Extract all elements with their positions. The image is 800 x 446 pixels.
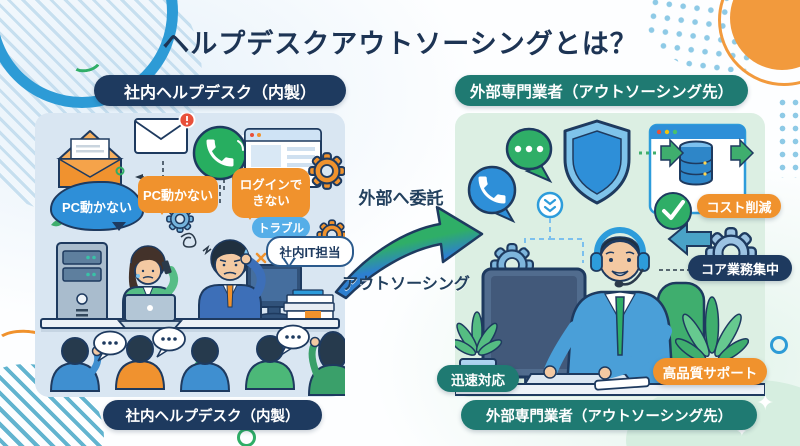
- books-icon: [283, 289, 335, 321]
- it-staff-bubble: 社内IT担当: [266, 236, 354, 268]
- desk-shadow: [41, 329, 339, 332]
- squiggle-decoration: [180, 232, 197, 248]
- left-section-header: 社内ヘルプデスク（内製）: [94, 75, 346, 106]
- employee-crowd: [50, 331, 345, 396]
- dots-decoration: [776, 96, 800, 178]
- arrow-left-icon: [667, 221, 712, 257]
- stress-marks: [202, 244, 212, 256]
- complaint-bubble-login: ログインできない: [232, 168, 310, 220]
- green-ring-decoration: [237, 428, 256, 446]
- shield-icon: [563, 119, 631, 205]
- left-section-footer: 社内ヘルプデスク（内製）: [103, 400, 322, 430]
- desk: [40, 318, 340, 329]
- chevron-down-icon: [536, 191, 564, 219]
- page-title: ヘルプデスクアウトソーシングとは？: [162, 29, 638, 59]
- outsourcing-label: アウトソーシング: [342, 276, 470, 293]
- arrow-right-icon: [730, 138, 755, 168]
- benefit-badge-core: コア業務集中: [688, 255, 792, 281]
- check-circle-icon: [654, 192, 692, 230]
- benefit-badge-cost: コスト削減: [697, 194, 781, 218]
- arrow-right-icon: [660, 138, 685, 168]
- gear-icon: [166, 205, 194, 233]
- new-mail-icon: [134, 113, 196, 154]
- curved-arrow-icon: [334, 205, 484, 300]
- gear-icon: [308, 152, 345, 190]
- right-section-footer: 外部専門業者（アウトソーシング先）: [461, 400, 757, 430]
- outsourcing-illustration: [455, 113, 765, 397]
- complaint-bubble-pc: PC動かない: [50, 181, 144, 231]
- trouble-tag: トラブル: [252, 217, 310, 238]
- dashed-connector: [524, 218, 584, 263]
- laptop-icon: [117, 294, 183, 329]
- right-section-header: 外部専門業者（アウトソーシング先）: [455, 75, 748, 106]
- blue-ring-decoration: [770, 336, 788, 354]
- agent-arms: [543, 321, 672, 380]
- server-icon: [56, 242, 108, 324]
- benefit-badge-quality: 高品質サポート: [653, 358, 767, 385]
- chat-dots-icon: [505, 127, 553, 184]
- stressed-worker-man: [198, 239, 266, 326]
- phone-bubble-icon: [467, 165, 517, 224]
- x-mark-icon: [255, 252, 267, 264]
- complaint-bubble-pc-2: PC動かない: [138, 176, 218, 215]
- delegate-label: 外部へ委託: [358, 189, 444, 208]
- benefit-badge-speed: 迅速対応: [437, 365, 519, 392]
